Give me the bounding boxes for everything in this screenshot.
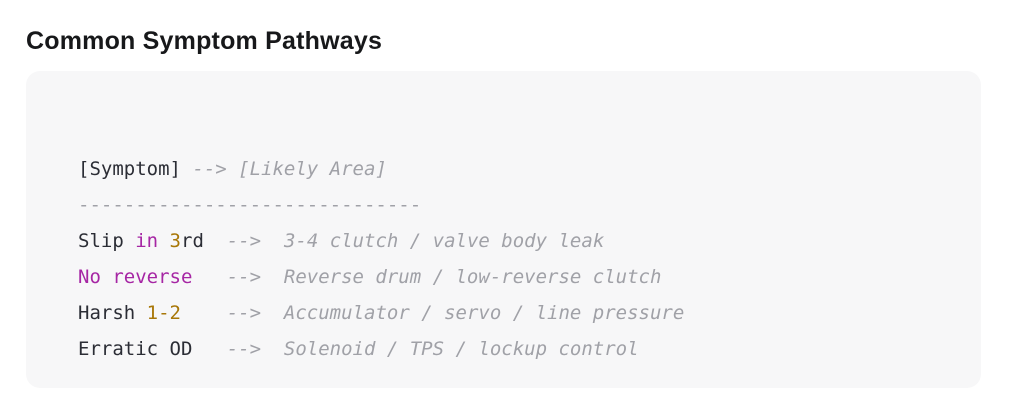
code-content: [Symptom] --> [Likely Area] ------------…: [78, 151, 684, 367]
symptom-text: Slip: [78, 230, 136, 252]
likely-area-text: --> Solenoid / TPS / lockup control: [226, 338, 639, 360]
code-line-separator: ------------------------------: [78, 187, 684, 223]
symptom-column-label: [Symptom]: [78, 158, 193, 180]
symptom-text: Erratic OD: [78, 338, 227, 360]
code-line-header: [Symptom] --> [Likely Area]: [78, 151, 684, 187]
code-block-card: [Symptom] --> [Likely Area] ------------…: [26, 71, 981, 388]
code-line-slip-3rd: Slip in 3rd --> 3-4 clutch / valve body …: [78, 223, 684, 259]
likely-area-text: --> Reverse drum / low-reverse clutch: [226, 266, 662, 288]
symptom-text: [181, 302, 227, 324]
likely-area-column-label: --> [Likely Area]: [192, 158, 387, 180]
symptom-text: rd: [181, 230, 227, 252]
code-line-no-reverse: No reverse --> Reverse drum / low-revers…: [78, 259, 684, 295]
code-line-erratic-od: Erratic OD --> Solenoid / TPS / lockup c…: [78, 331, 684, 367]
symptom-text: [158, 230, 169, 252]
symptom-number: 3: [169, 230, 181, 252]
symptom-keyword: No reverse: [78, 266, 193, 288]
code-line-harsh-1-2: Harsh 1-2 --> Accumulator / servo / line…: [78, 295, 684, 331]
symptom-number: 1-2: [146, 302, 181, 324]
symptom-text: Harsh: [78, 302, 147, 324]
likely-area-text: --> Accumulator / servo / line pressure: [226, 302, 685, 324]
separator-dashes: ------------------------------: [78, 194, 422, 216]
likely-area-text: --> 3-4 clutch / valve body leak: [226, 230, 605, 252]
page-title: Common Symptom Pathways: [26, 27, 383, 55]
symptom-keyword: in: [135, 230, 159, 252]
symptom-text: [192, 266, 226, 288]
